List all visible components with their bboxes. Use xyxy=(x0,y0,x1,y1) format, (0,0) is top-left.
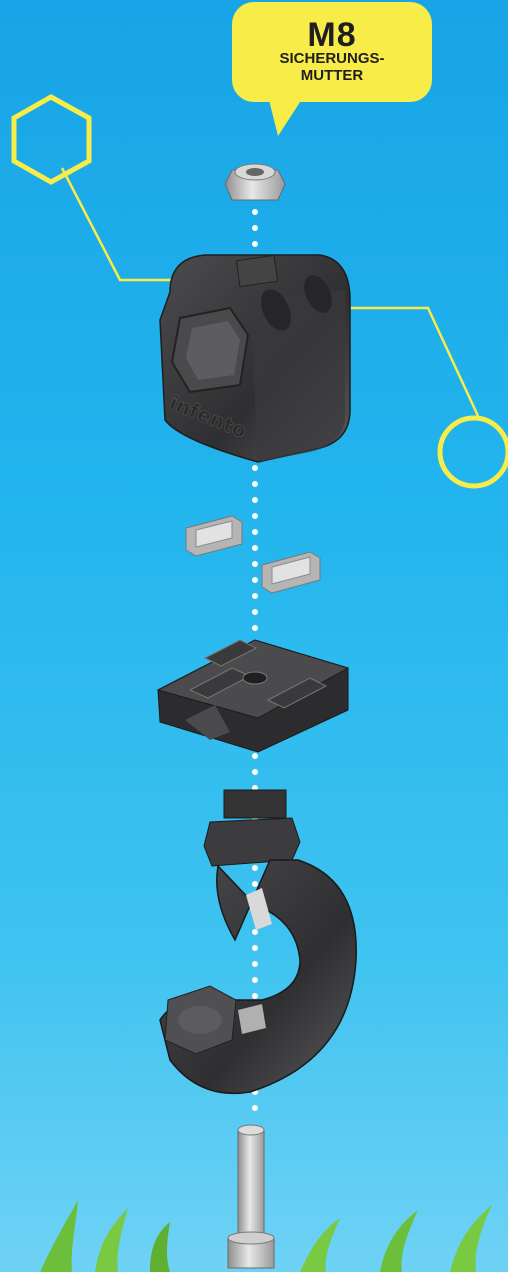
lock-nut-icon xyxy=(225,164,285,200)
spacer-icon xyxy=(262,552,320,593)
spacer-icon xyxy=(186,516,242,556)
hexagon-icon xyxy=(14,97,89,182)
part-name-line1: SICHERUNGS- xyxy=(279,50,384,67)
part-label-callout: M8 SICHERUNGS- MUTTER xyxy=(232,2,432,102)
square-plate-icon xyxy=(158,640,348,752)
circle-icon xyxy=(440,418,508,486)
part-name-line2: MUTTER xyxy=(301,67,364,84)
callout-pointer xyxy=(268,96,304,136)
hook-icon xyxy=(160,790,356,1093)
part-size-label: M8 xyxy=(307,20,356,50)
clamp-block-icon: infento xyxy=(160,255,350,462)
bolt-icon xyxy=(228,1125,274,1268)
